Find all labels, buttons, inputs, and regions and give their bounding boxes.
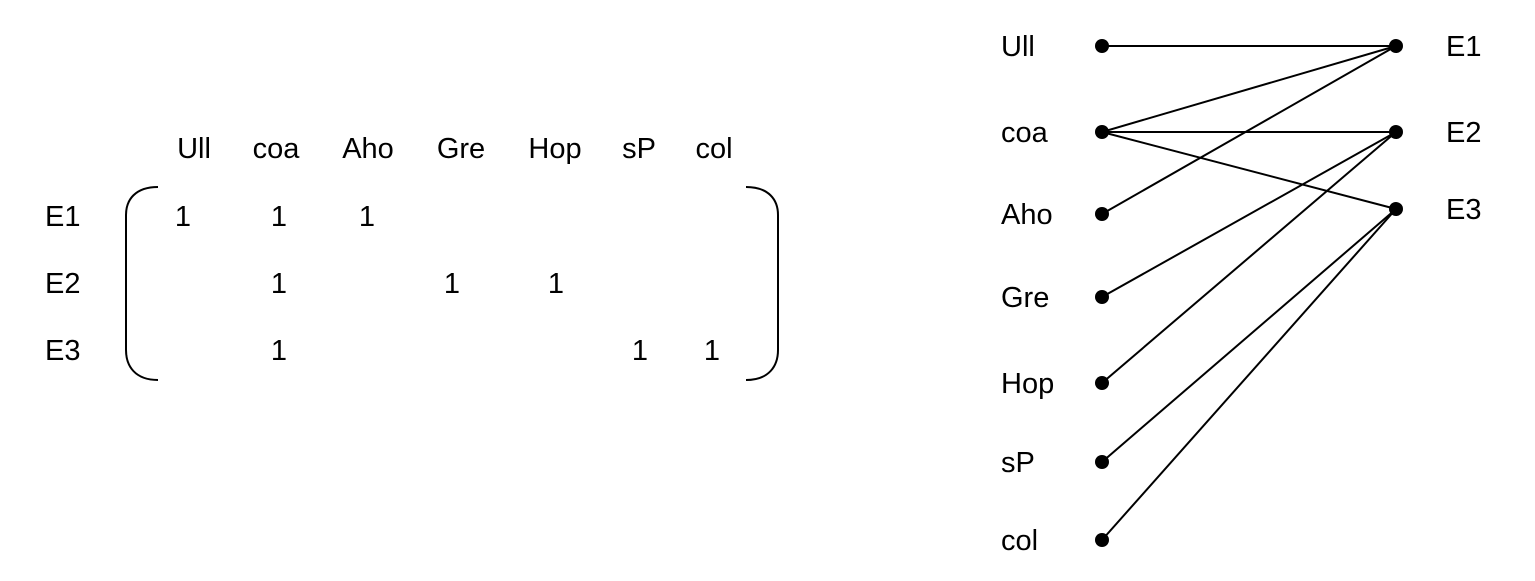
left-node-dot [1095, 125, 1109, 139]
graph-edge [1101, 45, 1397, 215]
column-header: Ull [177, 133, 211, 165]
left-node-dot [1095, 455, 1109, 469]
graph-edge [1101, 131, 1397, 210]
column-header: col [695, 133, 732, 165]
column-header: coa [253, 133, 301, 165]
matrix-cell: 1 [359, 201, 375, 233]
graph-edge [1101, 208, 1397, 541]
matrix-cell: 1 [271, 201, 287, 233]
column-header: Hop [528, 133, 581, 165]
right-node-dot [1389, 202, 1403, 216]
matrix-cell: 1 [175, 201, 191, 233]
left-node-dot [1095, 207, 1109, 221]
left-node-dot [1095, 376, 1109, 390]
matrix-cell: 1 [271, 335, 287, 367]
matrix-cell: 1 [632, 335, 648, 367]
right-node-label: E1 [1446, 31, 1481, 63]
right-bracket [745, 186, 779, 381]
left-node-dot [1095, 39, 1109, 53]
right-node-label: E3 [1446, 194, 1481, 226]
graph-edge [1101, 131, 1397, 384]
column-header: Aho [342, 133, 394, 165]
right-node-dot [1389, 125, 1403, 139]
left-node-label: Hop [1001, 368, 1054, 400]
left-node-label: Ull [1001, 31, 1035, 63]
left-node-dot [1095, 533, 1109, 547]
left-node-label: col [1001, 525, 1038, 557]
matrix-cell: 1 [548, 268, 564, 300]
graph-edge [1101, 131, 1397, 298]
graph-edge [1101, 45, 1397, 133]
left-node-label: sP [1001, 447, 1035, 479]
row-label: E1 [45, 201, 80, 233]
graph-edge [1101, 208, 1397, 463]
matrix-cell: 1 [704, 335, 720, 367]
right-node-label: E2 [1446, 117, 1481, 149]
left-node-label: Gre [1001, 282, 1049, 314]
left-node-label: Aho [1001, 199, 1053, 231]
left-bracket [125, 186, 159, 381]
row-label: E3 [45, 335, 80, 367]
left-node-dot [1095, 290, 1109, 304]
column-header: Gre [437, 133, 485, 165]
right-node-dot [1389, 39, 1403, 53]
column-header: sP [622, 133, 656, 165]
left-node-label: coa [1001, 117, 1049, 149]
matrix-cell: 1 [444, 268, 460, 300]
matrix-cell: 1 [271, 268, 287, 300]
row-label: E2 [45, 268, 80, 300]
